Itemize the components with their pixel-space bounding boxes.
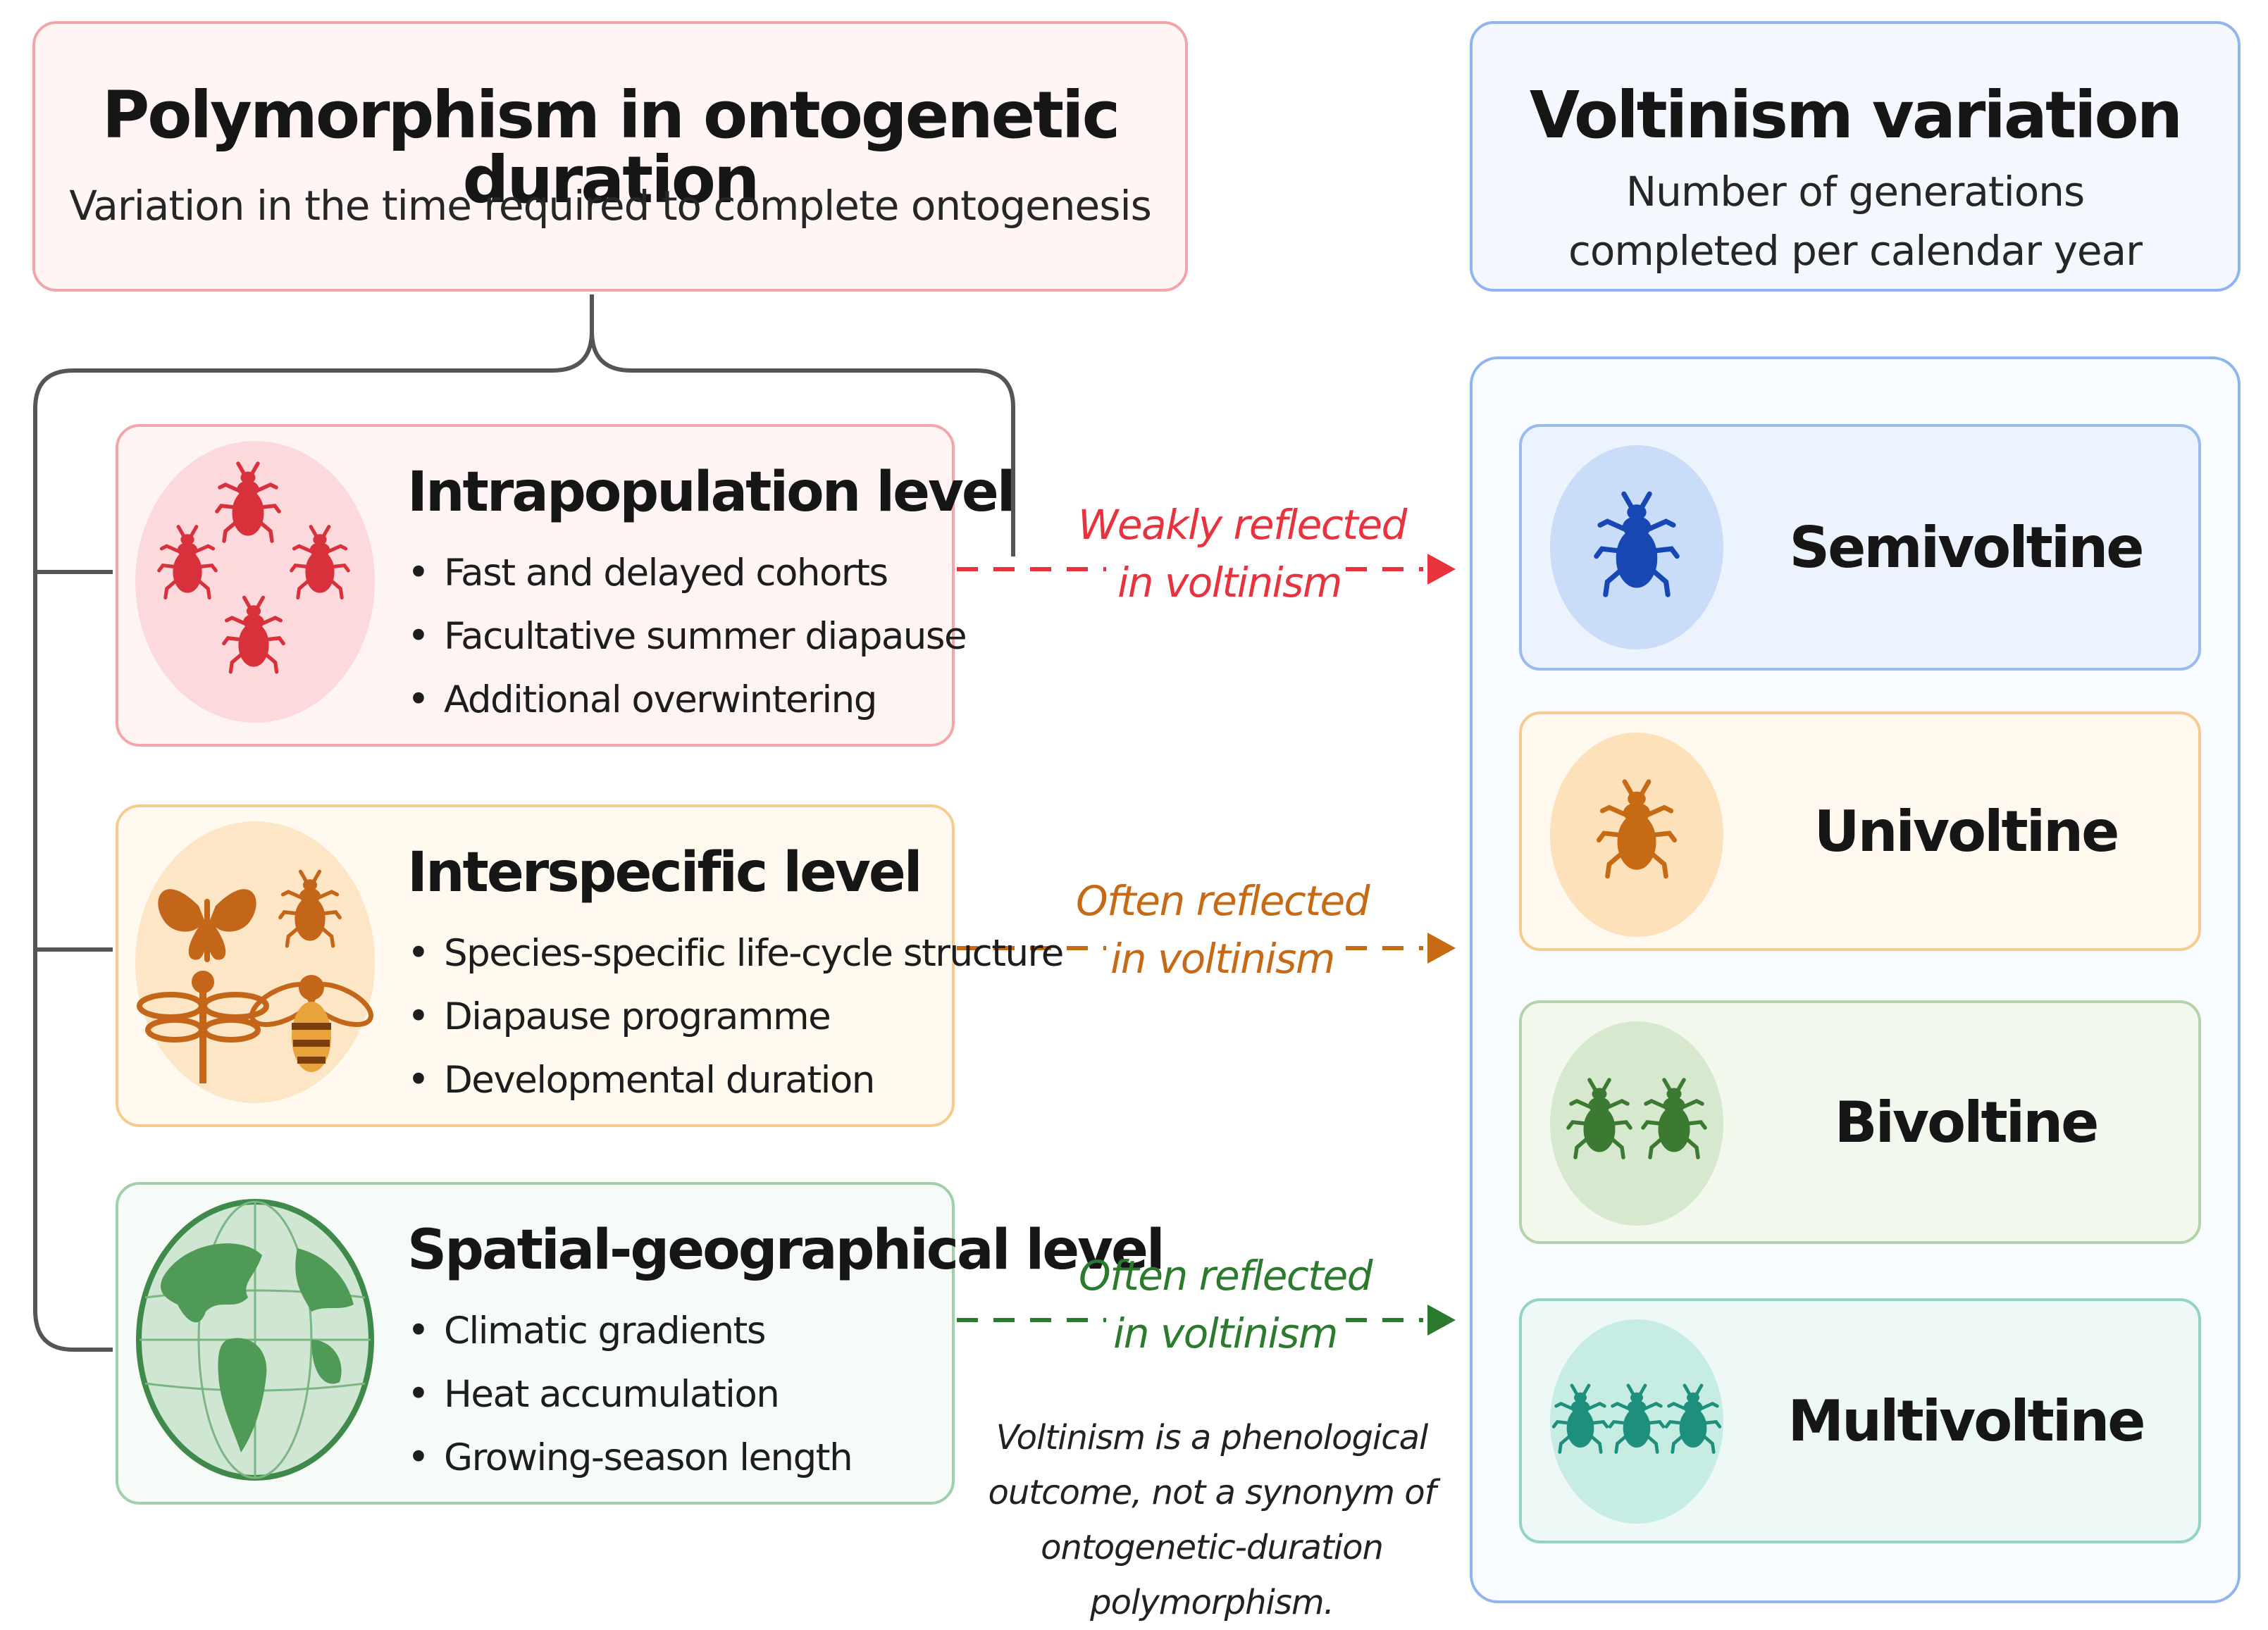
intrapopulation-level-title: Intrapopulation level xyxy=(407,461,1016,524)
list-item: Heat accumulation xyxy=(407,1362,852,1426)
note-line-3: ontogenetic-duration polymorphism. xyxy=(1041,1528,1384,1622)
note-line-1: Voltinism is a phenological xyxy=(996,1418,1429,1457)
bracket-right-line xyxy=(590,330,1015,556)
butterfly-icon xyxy=(158,889,256,962)
semivoltine-label: Semivoltine xyxy=(1789,514,2144,580)
dragonfly-icon xyxy=(137,971,269,1083)
spatial-geographical-level-box: Spatial-geographical level Climatic grad… xyxy=(116,1182,1165,1505)
voltinism-variation-subtitle: Number of generations completed per cale… xyxy=(1568,168,2143,275)
bivoltine-label: Bivoltine xyxy=(1834,1089,2100,1155)
voltinism-variation-header: Voltinism variation Number of generation… xyxy=(1470,21,2241,292)
reflection-line-2: in voltinism xyxy=(1117,559,1342,606)
reflection-line-1: Often reflected xyxy=(1078,1252,1373,1300)
interspecific-level-title: Interspecific level xyxy=(407,841,923,904)
voltinism-variation-title: Voltinism variation xyxy=(1529,77,2183,153)
arrow-intrapopulation xyxy=(957,554,1456,585)
beetle-icon xyxy=(1550,733,1723,937)
beetle-pair-icon xyxy=(1550,1021,1723,1226)
reflection-line-1: Often reflected xyxy=(1075,877,1370,925)
univoltine-label: Univoltine xyxy=(1814,798,2120,864)
reflection-line-2: in voltinism xyxy=(1110,935,1335,983)
interspecific-level-box: Interspecific level Species-specific lif… xyxy=(116,804,1064,1127)
bivoltine-card: Bivoltine xyxy=(1519,1000,2201,1244)
globe-icon xyxy=(135,1199,375,1481)
interspecific-reflection-label: Often reflected in voltinism xyxy=(1071,872,1374,988)
list-item: Fast and delayed cohorts xyxy=(407,541,966,604)
intrapopulation-reflection-label: Weakly reflected in voltinism xyxy=(1078,496,1407,611)
spatial-geographical-level-list: Climatic gradients Heat accumulation Gro… xyxy=(407,1299,853,1489)
beetle-icon xyxy=(280,871,340,946)
interspecific-level-list: Species-specific life-cycle structure Di… xyxy=(407,921,1064,1112)
voltinism-note: Voltinism is a phenological outcome, not… xyxy=(944,1410,1480,1630)
bracket-left-line xyxy=(33,294,594,1352)
list-item: Climatic gradients xyxy=(407,1299,852,1362)
ontogenetic-polymorphism-title: Polymorphism in ontogenetic duration xyxy=(101,77,1120,218)
beetle-trio-icon xyxy=(1550,1319,1723,1524)
reflection-line-2: in voltinism xyxy=(1113,1309,1338,1357)
multivoltine-card: Multivoltine xyxy=(1519,1298,2201,1543)
beetle-icon xyxy=(1550,445,1723,649)
ontogenetic-polymorphism-header: Polymorphism in ontogenetic duration Var… xyxy=(32,21,1188,292)
ontogenetic-polymorphism-subtitle: Variation in the time required to comple… xyxy=(69,182,1152,230)
arrow-spatial-geographical xyxy=(957,1305,1456,1336)
list-item: Facultative summer diapause xyxy=(407,604,967,668)
insect-species-icon xyxy=(135,821,375,1103)
intrapopulation-level-box: Intrapopulation level Fast and delayed c… xyxy=(116,424,1016,747)
list-item: Diapause programme xyxy=(407,985,1063,1048)
semivoltine-card: Semivoltine xyxy=(1519,424,2201,671)
bee-icon xyxy=(249,975,373,1072)
spatial-geographical-level-title: Spatial-geographical level xyxy=(407,1219,1165,1282)
spatial-geographical-reflection-label: Often reflected in voltinism xyxy=(1074,1247,1377,1362)
list-item: Growing-season length xyxy=(407,1426,853,1489)
reflection-line-1: Weakly reflected xyxy=(1078,501,1407,549)
note-line-2: outcome, not a synonym of xyxy=(988,1473,1436,1512)
list-item: Developmental duration xyxy=(407,1048,1063,1112)
intrapopulation-level-list: Fast and delayed cohorts Facultative sum… xyxy=(407,541,967,731)
univoltine-card: Univoltine xyxy=(1519,711,2201,951)
beetle-group-icon xyxy=(135,441,375,723)
list-item: Species-specific life-cycle structure xyxy=(407,921,1064,985)
multivoltine-label: Multivoltine xyxy=(1787,1388,2145,1454)
list-item: Additional overwintering xyxy=(407,668,966,731)
